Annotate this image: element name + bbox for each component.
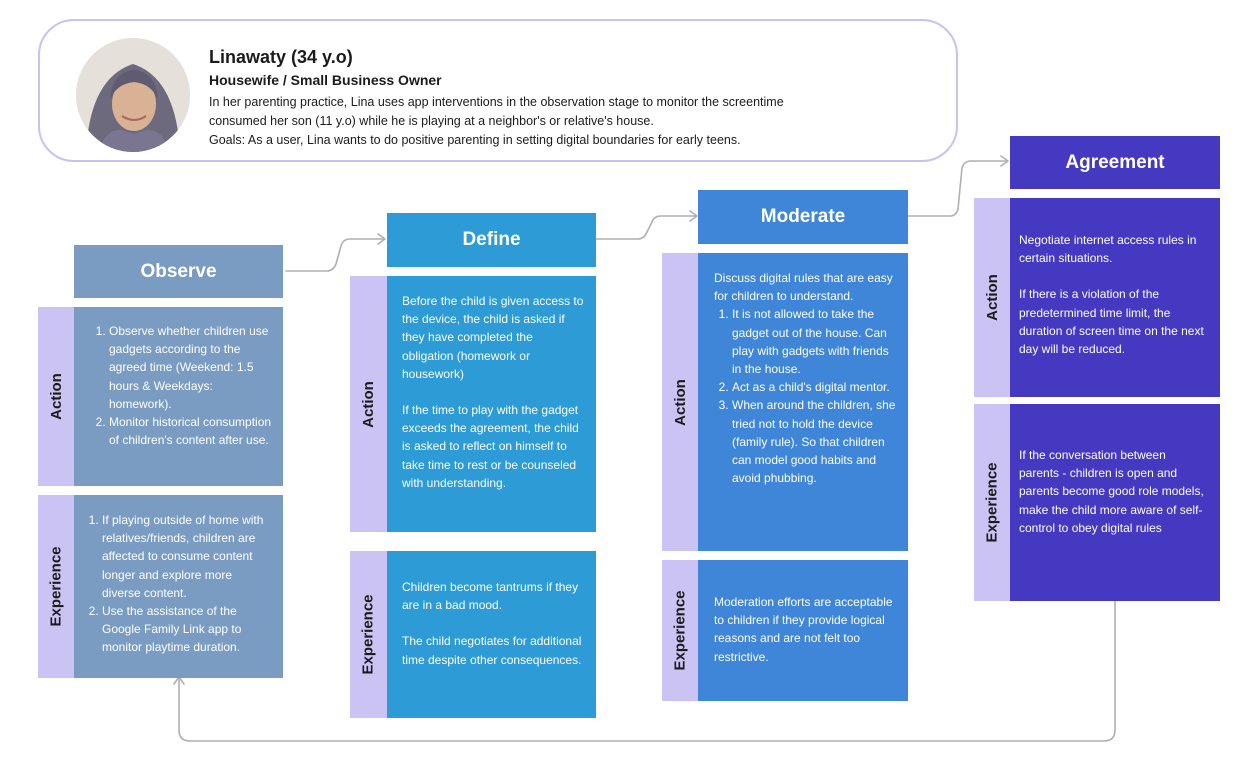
stage-title-define: Define — [462, 229, 521, 250]
moderate-experience-text: Moderation efforts are acceptable to chi… — [714, 595, 893, 664]
label-experience: Experience — [671, 590, 689, 671]
side-label-agreement-action: Action — [974, 198, 1010, 397]
side-label-agreement-experience: Experience — [974, 404, 1010, 601]
stage-title-observe: Observe — [140, 260, 217, 282]
persona-card: Linawaty (34 y.o) Housewife / Small Busi… — [38, 19, 958, 162]
list-item: Monitor historical consumption of childr… — [109, 413, 273, 449]
avatar-illustration — [76, 38, 190, 152]
label-action: Action — [47, 373, 65, 420]
stage-header-observe: Observe — [74, 245, 283, 298]
arrowhead-agreement — [1000, 155, 1009, 167]
label-action: Action — [671, 378, 689, 426]
persona-name: Linawaty (34 y.o) — [209, 47, 353, 67]
card-observe-action: Observe whether children use gadgets acc… — [74, 307, 283, 486]
card-agreement-experience: If the conversation between parents - ch… — [1010, 404, 1220, 601]
side-label-observe-action: Action — [38, 307, 74, 486]
card-moderate-experience: Moderation efforts are acceptable to chi… — [698, 560, 908, 701]
connector-observe-define — [285, 238, 385, 272]
card-observe-experience: If playing outside of home with relative… — [74, 495, 283, 678]
list-item: Use the assistance of the Google Family … — [102, 602, 273, 657]
label-experience: Experience — [360, 594, 378, 675]
label-experience: Experience — [47, 546, 65, 627]
define-action-text-2: If the time to play with the gadget exce… — [402, 403, 579, 490]
stage-header-define: Define — [387, 213, 596, 267]
define-experience-text-2: The child negotiates for additional time… — [402, 634, 582, 667]
side-label-observe-experience: Experience — [38, 495, 74, 678]
arrowhead-return-observe — [173, 676, 185, 685]
label-experience: Experience — [983, 462, 1001, 543]
observe-action-list: Observe whether children use gadgets acc… — [86, 322, 273, 449]
list-item: Observe whether children use gadgets acc… — [109, 322, 273, 413]
side-label-moderate-action: Action — [662, 253, 698, 551]
list-item: Act as a child's digital mentor. — [732, 378, 896, 396]
card-moderate-action: Discuss digital rules that are easy for … — [698, 253, 908, 551]
stage-header-moderate: Moderate — [698, 190, 908, 244]
stage-title-agreement: Agreement — [1065, 151, 1165, 173]
stage-title-moderate: Moderate — [760, 206, 846, 227]
avatar — [76, 38, 190, 152]
moderate-action-intro: Discuss digital rules that are easy for … — [714, 271, 893, 304]
list-item: If playing outside of home with relative… — [102, 511, 273, 602]
persona-goals: Goals: As a user, Lina wants to do posit… — [209, 133, 741, 147]
card-define-experience: Children become tantrums if they are in … — [387, 551, 596, 718]
label-action: Action — [360, 380, 378, 428]
list-item: When around the children, she tried not … — [732, 396, 896, 487]
connector-define-moderate — [595, 215, 697, 240]
observe-experience-list: If playing outside of home with relative… — [79, 511, 273, 657]
persona-description-line-1: In her parenting practice, Lina uses app… — [209, 95, 784, 109]
card-define-action: Before the child is given access to the … — [387, 276, 596, 532]
label-action: Action — [983, 274, 1001, 321]
persona-description-line-2: consumed her son (11 y.o) while he is pl… — [209, 114, 654, 128]
moderate-action-list: It is not allowed to take the gadget out… — [714, 305, 896, 487]
agreement-action-text-1: Negotiate internet access rules in certa… — [1019, 233, 1197, 266]
list-item: It is not allowed to take the gadget out… — [732, 305, 896, 378]
define-action-text-1: Before the child is given access to the … — [402, 294, 584, 381]
card-agreement-action: Negotiate internet access rules in certa… — [1010, 198, 1220, 397]
persona-role: Housewife / Small Business Owner — [209, 72, 442, 88]
side-label-moderate-experience: Experience — [662, 560, 698, 701]
arrowhead-moderate — [689, 210, 698, 222]
agreement-experience-text: If the conversation between parents - ch… — [1019, 448, 1204, 535]
agreement-action-text-2: If there is a violation of the predeterm… — [1019, 287, 1204, 357]
arrowhead-define — [377, 233, 386, 245]
stage-header-agreement: Agreement — [1010, 136, 1220, 189]
connector-return-loop — [178, 600, 1116, 742]
define-experience-text-1: Children become tantrums if they are in … — [402, 580, 579, 613]
side-label-define-action: Action — [350, 276, 387, 532]
side-label-define-experience: Experience — [350, 551, 387, 718]
